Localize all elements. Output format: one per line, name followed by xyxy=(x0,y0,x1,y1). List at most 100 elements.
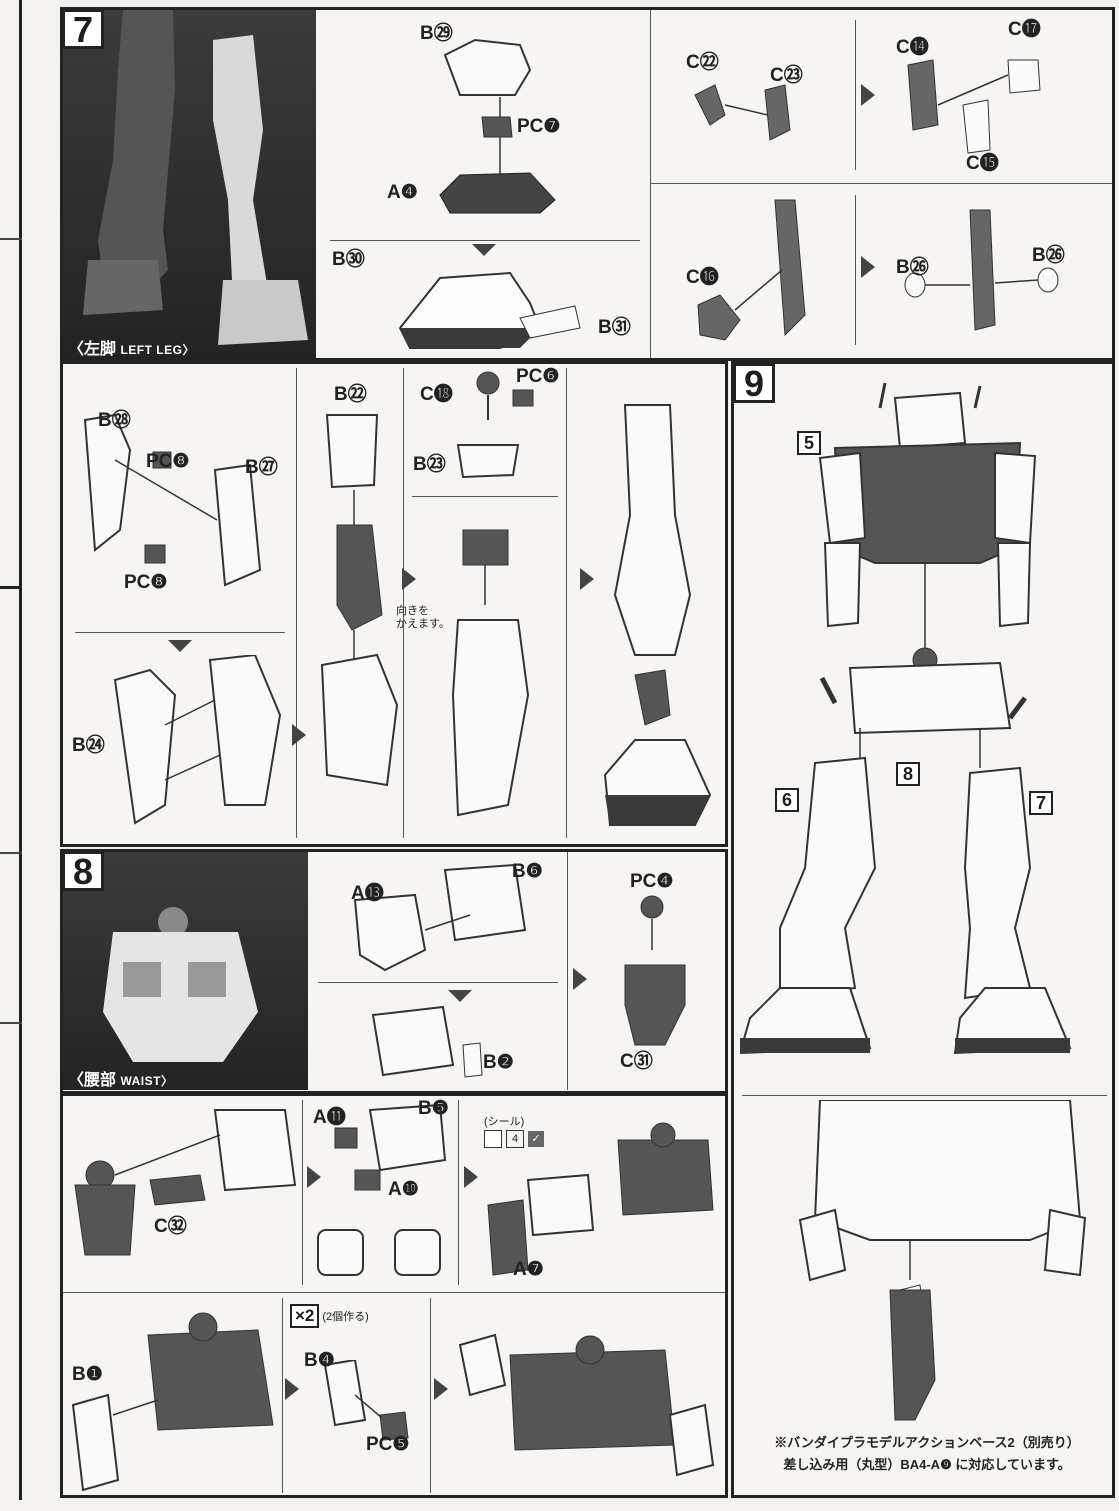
divider xyxy=(330,240,640,241)
knee-block-part xyxy=(320,414,399,787)
divider xyxy=(296,368,297,838)
label-b1: B❶ xyxy=(72,1364,103,1385)
step-arrow-icon xyxy=(434,1378,448,1400)
label-c23: C㉓ xyxy=(770,65,803,86)
label-b28: B㉘ xyxy=(98,410,131,431)
divider xyxy=(430,1298,431,1493)
action-base-note-line2: 差し込み用（丸型）BA4-A❾ に対応しています。 xyxy=(783,1457,1071,1472)
step-arrow-icon xyxy=(861,256,875,278)
waist-hip-joint-parts xyxy=(74,1109,297,1256)
subassembly-8: 8 xyxy=(896,762,920,786)
label-b31: B㉛ xyxy=(598,317,631,338)
waist-side-armor-parts xyxy=(317,1103,447,1276)
waist-front-assembly xyxy=(371,1005,483,1078)
foot-assembly xyxy=(398,271,581,349)
waist-hip-assembly xyxy=(487,1122,714,1276)
knee-joint-parts xyxy=(694,84,791,141)
label-b30: B㉚ xyxy=(332,249,365,270)
label-pc8-top: PC❽ xyxy=(146,451,190,472)
label-pc8-bottom: PC❽ xyxy=(124,572,168,593)
side-armor-hinge-parts xyxy=(323,1360,409,1441)
divider xyxy=(567,852,568,1090)
label-a13: A⓭ xyxy=(351,883,384,904)
label-b5: B❺ xyxy=(418,1098,449,1119)
left-leg-caption-en: LEFT LEG〉 xyxy=(120,343,195,357)
waist-block-part xyxy=(624,895,686,1046)
thigh-cover-parts xyxy=(113,655,282,825)
step-arrow-icon xyxy=(402,568,416,590)
label-a11: A⓫ xyxy=(313,1107,346,1128)
label-a4: A❹ xyxy=(387,182,418,203)
subassembly-5: 5 xyxy=(797,431,821,455)
label-b6: B❻ xyxy=(512,861,543,882)
label-a7: A❼ xyxy=(513,1259,544,1280)
label-c14: C⓮ xyxy=(896,37,929,58)
previous-page-divider xyxy=(0,852,22,854)
seal-sticker-number: 4 xyxy=(506,1130,524,1148)
label-b26-right: B㉖ xyxy=(1032,245,1065,266)
step-arrow-down-icon xyxy=(168,640,192,652)
step-arrow-icon xyxy=(464,1166,478,1188)
label-b22: B㉒ xyxy=(334,384,367,405)
knee-assembly xyxy=(907,59,1041,154)
seal-check-icon: ✓ xyxy=(528,1131,544,1147)
left-leg-silhouette xyxy=(83,10,308,345)
label-pc7: PC❼ xyxy=(517,116,561,137)
step-arrow-icon xyxy=(285,1378,299,1400)
action-base-note-line1: ※バンダイプラモデルアクションベース2（別売り） xyxy=(774,1435,1080,1450)
seal-label: (シール) xyxy=(484,1116,525,1128)
turn-note-line2: かえます。 xyxy=(396,618,450,630)
label-b4: B❹ xyxy=(304,1350,335,1371)
previous-page-divider xyxy=(0,238,22,240)
step-arrow-icon xyxy=(292,724,306,746)
divider xyxy=(650,10,651,358)
waist-rear-armor-parts xyxy=(71,1312,274,1492)
thigh-frame-parts xyxy=(83,413,262,587)
left-leg-photo xyxy=(63,10,316,358)
divider xyxy=(855,20,856,170)
times-2-note: (2個作る) xyxy=(322,1311,369,1323)
seal-sticker-icon xyxy=(484,1130,502,1148)
waist-front-parts xyxy=(353,863,527,972)
label-c15: C⓯ xyxy=(966,153,999,174)
subassembly-6: 6 xyxy=(775,788,799,812)
subassembly-7: 7 xyxy=(1029,791,1053,815)
label-a10: A❿ xyxy=(388,1179,419,1200)
seal-sticker-row: 4 ✓ xyxy=(484,1130,544,1148)
completed-waist xyxy=(458,1333,715,1477)
divider xyxy=(302,1100,303,1285)
label-b29: B㉙ xyxy=(420,23,453,44)
divider xyxy=(566,368,567,838)
label-b2: B❷ xyxy=(483,1052,514,1073)
label-b23: B㉓ xyxy=(413,454,446,475)
step-arrow-icon xyxy=(573,968,587,990)
turn-note-line1: 向きを xyxy=(396,605,429,617)
label-b27: B㉗ xyxy=(245,457,278,478)
step-7-number: 7 xyxy=(62,9,104,49)
waist-caption: 〈腰部 WAIST〉 xyxy=(68,1066,173,1090)
divider xyxy=(412,496,558,497)
foot-top-part xyxy=(439,38,556,214)
shin-inner-frame xyxy=(697,199,806,341)
label-b26-left: B㉖ xyxy=(896,257,929,278)
times-2-badge: ×2 (2個作る) xyxy=(290,1304,369,1328)
step-arrow-down-icon xyxy=(472,244,496,256)
step-9-number: 9 xyxy=(733,363,775,403)
final-assembly-diagram xyxy=(740,382,1072,1055)
left-leg-caption-jp: 〈左脚 xyxy=(68,341,117,358)
label-c32: C㉜ xyxy=(154,1216,187,1237)
shin-frame-with-caps xyxy=(904,209,1059,331)
waist-caption-jp: 〈腰部 xyxy=(68,1072,117,1089)
step-arrow-down-icon xyxy=(448,990,472,1002)
waist-caption-en: WAIST〉 xyxy=(120,1074,174,1088)
divider xyxy=(458,1100,459,1285)
times-2-label: ×2 xyxy=(290,1304,320,1328)
action-base-note: ※バンダイプラモデルアクションベース2（別売り） 差し込み用（丸型）BA4-A❾… xyxy=(742,1432,1112,1476)
step-arrow-icon xyxy=(861,84,875,106)
previous-page-divider xyxy=(0,1022,22,1024)
label-pc4: PC❹ xyxy=(630,871,674,892)
divider xyxy=(742,1095,1107,1096)
label-c17: C⓱ xyxy=(1008,19,1041,40)
knee-joint-assembly xyxy=(451,371,534,817)
